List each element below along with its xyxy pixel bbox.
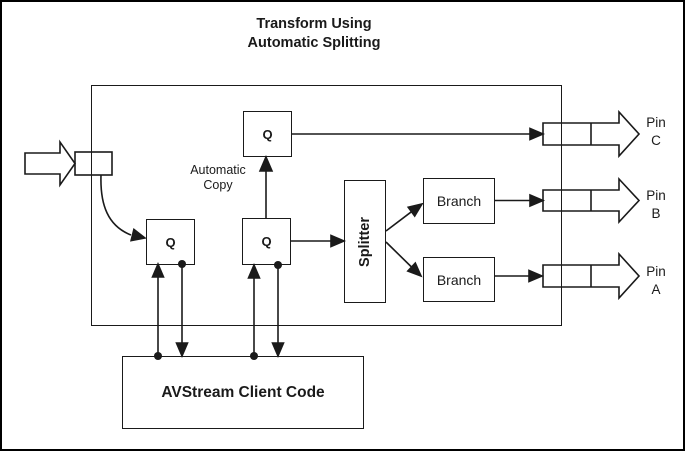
- queue-box-top: Q: [243, 111, 292, 157]
- pin-b-letter: B: [651, 206, 661, 221]
- automatic-copy-line2: Copy: [203, 178, 233, 192]
- pin-b-label: Pin B: [636, 187, 676, 223]
- input-stream-arrow: [24, 139, 76, 188]
- diagram-title-line2: Automatic Splitting: [247, 35, 381, 51]
- pin-b-word: Pin: [646, 188, 666, 203]
- queue-middle-to-client-arrowhead: [271, 342, 285, 359]
- splitter-box: Splitter: [344, 180, 386, 303]
- pin-a-letter: A: [651, 282, 661, 297]
- queue-box-left: Q: [146, 219, 195, 265]
- automatic-copy-label: Automatic Copy: [168, 163, 268, 193]
- queue-box-middle: Q: [242, 218, 291, 265]
- queue-middle-label: Q: [261, 234, 272, 249]
- queue-left-to-client-arrowhead: [175, 342, 189, 359]
- branch-box-upper: Branch: [423, 178, 495, 224]
- avstream-client-code-box: AVStream Client Code: [122, 356, 364, 429]
- queue-left-label: Q: [165, 234, 176, 250]
- pin-c-label: Pin C: [636, 114, 676, 150]
- diagram-title-line1: Transform Using: [256, 16, 372, 32]
- branch-box-lower: Branch: [423, 257, 495, 302]
- pin-a-word: Pin: [646, 264, 666, 279]
- automatic-copy-line1: Automatic: [190, 163, 246, 177]
- avstream-client-code-label: AVStream Client Code: [161, 383, 325, 401]
- branch-lower-label: Branch: [436, 271, 482, 288]
- diagram-title: Transform Using Automatic Splitting: [164, 15, 464, 53]
- branch-upper-label: Branch: [436, 193, 482, 209]
- queue-top-label: Q: [262, 126, 273, 142]
- splitter-label: Splitter: [357, 216, 374, 267]
- pin-c-word: Pin: [646, 115, 666, 130]
- pin-c-letter: C: [651, 133, 661, 148]
- pin-a-label: Pin A: [636, 263, 676, 299]
